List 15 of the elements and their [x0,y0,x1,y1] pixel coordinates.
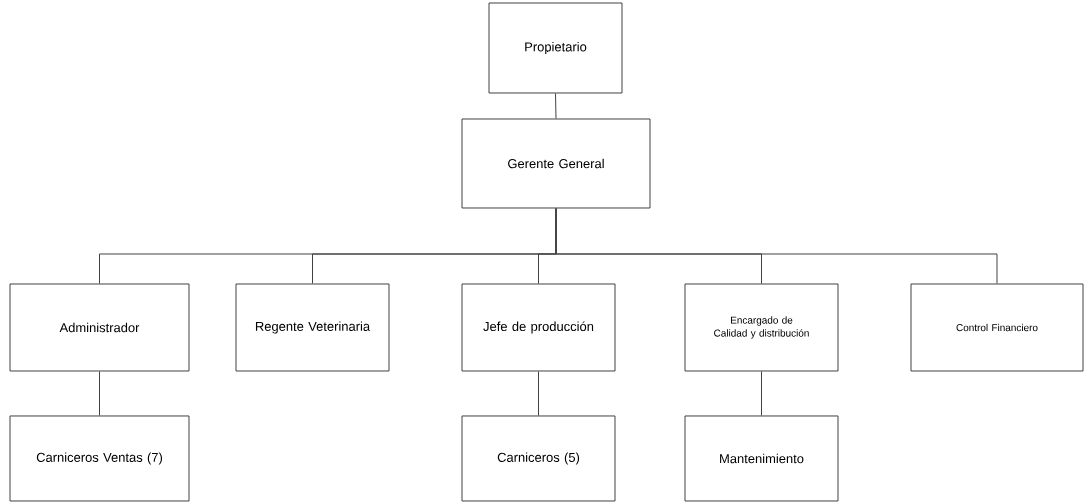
connector-line [555,208,998,284]
org-box: Control Financiero [910,283,1084,372]
connector-line [761,371,762,416]
org-box: Regente Veterinaria [235,283,390,372]
org-box: Carniceros Ventas (7) [9,415,190,502]
org-box: Encargado de Calidad y distribución [684,283,839,372]
org-box: Gerente General [461,118,651,209]
org-box: Administrador [9,283,190,372]
connector-line [538,371,539,416]
org-box: Mantenimiento [684,415,839,502]
org-box: Jefe de producción [461,283,616,372]
org-box: Carniceros (5) [461,415,616,502]
org-box: Propietario [488,2,623,94]
connector-line [99,371,100,416]
connector-line [555,93,557,119]
